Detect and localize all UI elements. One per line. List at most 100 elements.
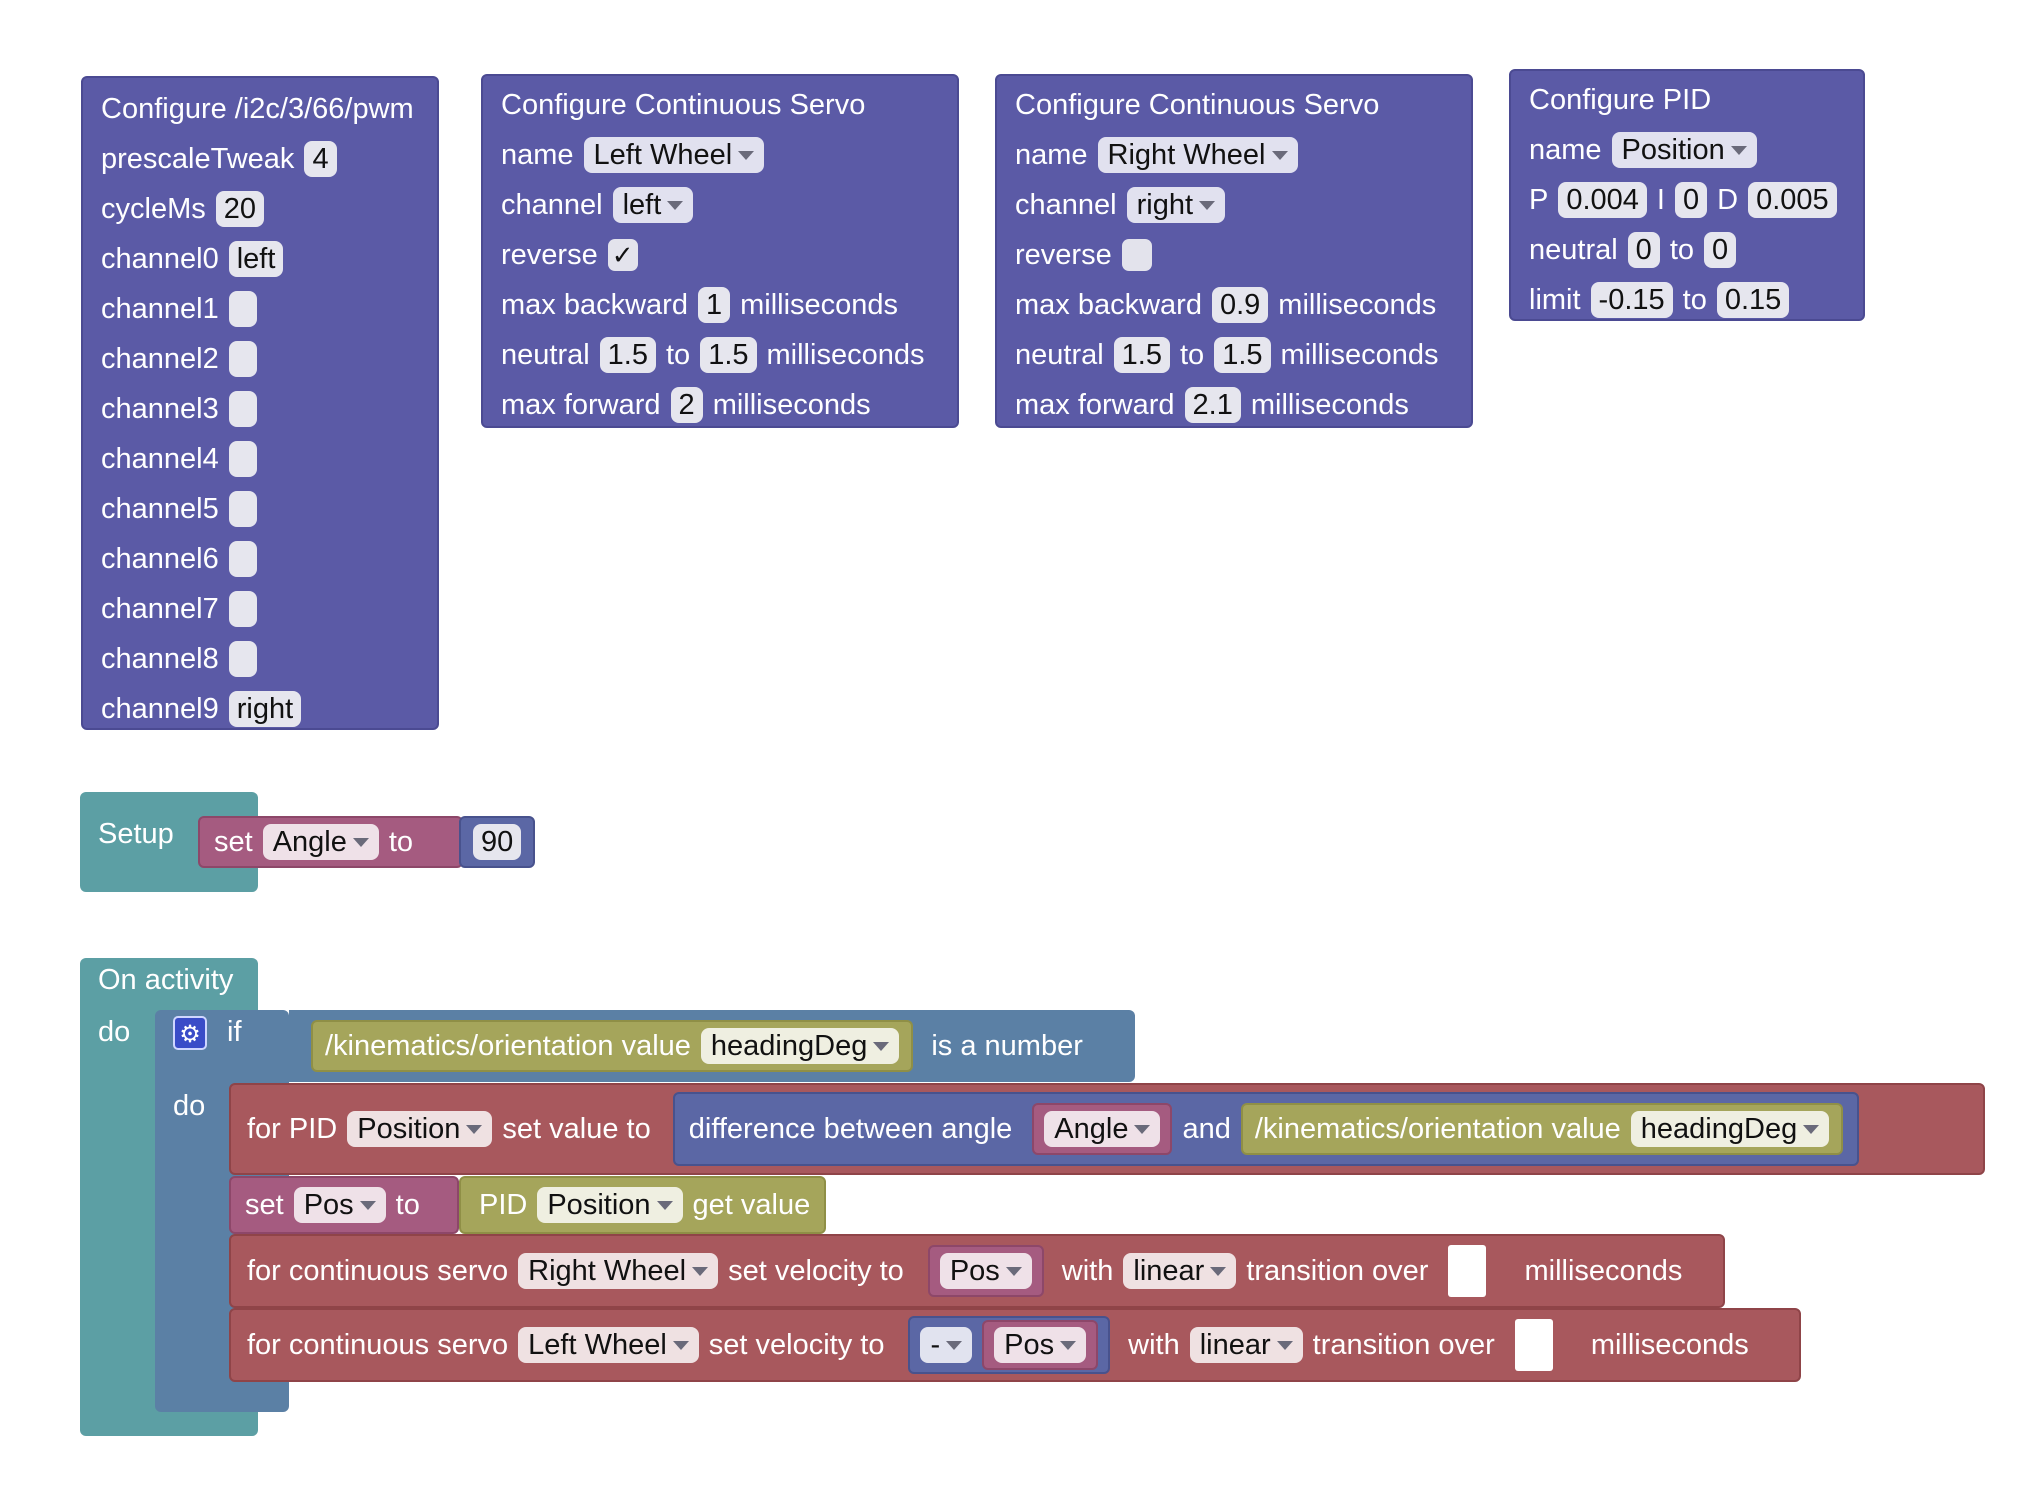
chevron-down-icon	[1199, 200, 1216, 210]
reverse-checkbox[interactable]: ✓	[607, 239, 638, 271]
neutral-label: neutral	[501, 338, 590, 371]
chevron-down-icon	[672, 1340, 689, 1350]
field-dropdown[interactable]: headingDeg	[700, 1028, 900, 1064]
set-pos-statement[interactable]: set Pos to	[229, 1176, 459, 1234]
pos-variable-block[interactable]: Pos	[982, 1320, 1099, 1370]
prescale-input[interactable]: 4	[304, 141, 337, 177]
limit-to-input[interactable]: 0.15	[1716, 282, 1790, 318]
channel-input[interactable]	[228, 491, 257, 527]
servo-left-velocity-statement[interactable]: for continuous servo Left Wheel set velo…	[229, 1308, 1801, 1382]
variable-name: Angle	[272, 826, 347, 858]
channel-label: channel6	[101, 542, 219, 575]
channel-input[interactable]	[228, 541, 257, 577]
max-backward-input[interactable]: 0.9	[1211, 287, 1269, 323]
channel-input[interactable]	[228, 441, 257, 477]
pid-config-block[interactable]: Configure PID name Position P 0.004 I 0 …	[1509, 69, 1865, 321]
is-number-block[interactable]: /kinematics/orientation value headingDeg…	[289, 1010, 1135, 1082]
variable-dropdown[interactable]: Pos	[994, 1327, 1087, 1363]
set-value-label: set value to	[502, 1112, 651, 1145]
max-forward-input[interactable]: 2.1	[1184, 387, 1241, 423]
max-backward-label: max backward	[501, 288, 688, 321]
limit-from-input[interactable]: -0.15	[1590, 282, 1673, 318]
max-forward-label: max forward	[1015, 388, 1175, 421]
pid-set-value-statement[interactable]: for PID Position set value to difference…	[229, 1083, 1985, 1175]
channel-label: channel0	[101, 242, 219, 275]
transition-label: transition over	[1312, 1328, 1495, 1361]
max-backward-input[interactable]: 1	[697, 287, 731, 323]
limit-label: limit	[1529, 283, 1581, 316]
d-input[interactable]: 0.005	[1748, 182, 1837, 218]
channel-input[interactable]	[228, 641, 257, 677]
neutral-to-input[interactable]: 0	[1704, 232, 1737, 268]
orientation-value-block[interactable]: /kinematics/orientation value headingDeg	[1240, 1103, 1844, 1155]
to-label: to	[1669, 233, 1694, 266]
channel-label: channel4	[101, 442, 219, 475]
duration-input-slot[interactable]	[1514, 1319, 1553, 1371]
variable-dropdown[interactable]: Angle	[1044, 1111, 1161, 1147]
p-label: P	[1529, 183, 1549, 216]
number-input[interactable]: 90	[473, 824, 522, 860]
chevron-down-icon	[667, 200, 684, 210]
transition-mode: linear	[1199, 1329, 1271, 1361]
servo-right-velocity-statement[interactable]: for continuous servo Right Wheel set vel…	[229, 1234, 1725, 1308]
orientation-value-block[interactable]: /kinematics/orientation value headingDeg	[311, 1020, 914, 1072]
pid-dropdown[interactable]: Position	[537, 1187, 683, 1223]
variable-dropdown[interactable]: Pos	[293, 1187, 386, 1223]
servo-dropdown[interactable]: Right Wheel	[518, 1253, 719, 1289]
chevron-down-icon	[1134, 1124, 1151, 1134]
channel-label: channel2	[101, 342, 219, 375]
pos-variable-block[interactable]: Pos	[927, 1245, 1044, 1297]
pwm-block-title: Configure /i2c/3/66/pwm	[101, 92, 414, 125]
chevron-down-icon	[1210, 1266, 1227, 1276]
transition-mode-dropdown[interactable]: linear	[1189, 1327, 1303, 1363]
servo-config-right-block[interactable]: Configure Continuous Servo name Right Wh…	[995, 74, 1473, 428]
channel-input[interactable]: right	[228, 691, 302, 727]
gear-icon[interactable]: ⚙	[173, 1016, 207, 1050]
neutral-from-input[interactable]: 1.5	[599, 337, 656, 373]
servo-config-left-block[interactable]: Configure Continuous Servo name Left Whe…	[481, 74, 959, 428]
neutral-label: neutral	[1529, 233, 1618, 266]
pid-get-value-block[interactable]: PID Position get value	[459, 1176, 827, 1234]
pwm-config-block[interactable]: Configure /i2c/3/66/pwm prescaleTweak 4 …	[81, 76, 439, 730]
negate-block[interactable]: - Pos	[908, 1316, 1111, 1374]
source-label: /kinematics/orientation value	[325, 1029, 691, 1062]
servo-dropdown[interactable]: Left Wheel	[518, 1327, 699, 1363]
neutral-from-input[interactable]: 0	[1627, 232, 1660, 268]
angle-variable-block[interactable]: Angle	[1032, 1103, 1173, 1155]
channel-input[interactable]	[228, 291, 257, 327]
cycle-input[interactable]: 20	[215, 191, 264, 227]
neutral-to-input[interactable]: 1.5	[1214, 337, 1271, 373]
ms-label: milliseconds	[712, 388, 871, 421]
reverse-checkbox[interactable]	[1121, 239, 1152, 271]
ms-label: milliseconds	[766, 338, 925, 371]
pid-dropdown[interactable]: Position	[347, 1111, 493, 1147]
servo-name-dropdown[interactable]: Left Wheel	[583, 137, 765, 173]
variable-dropdown[interactable]: Pos	[939, 1253, 1032, 1289]
servo-name-dropdown[interactable]: Right Wheel	[1097, 137, 1298, 173]
set-angle-statement[interactable]: set Angle to	[198, 816, 463, 868]
transition-mode-dropdown[interactable]: linear	[1123, 1253, 1237, 1289]
chevron-down-icon	[656, 1200, 673, 1210]
variable-dropdown[interactable]: Angle	[262, 824, 379, 860]
servo-channel-dropdown[interactable]: right	[1126, 187, 1226, 223]
angle-difference-block[interactable]: difference between angle Angle and /kine…	[672, 1092, 1860, 1166]
duration-input-slot[interactable]	[1448, 1245, 1487, 1297]
to-label: to	[1180, 338, 1205, 371]
operator-dropdown[interactable]: -	[920, 1327, 973, 1363]
channel-input[interactable]	[228, 391, 257, 427]
i-input[interactable]: 0	[1674, 182, 1708, 218]
channel-input[interactable]	[228, 341, 257, 377]
servo-channel-dropdown[interactable]: left	[612, 187, 694, 223]
variable-name: Pos	[1004, 1329, 1055, 1361]
pid-name-dropdown[interactable]: Position	[1611, 132, 1757, 168]
p-input[interactable]: 0.004	[1558, 182, 1647, 218]
set-velocity-label: set velocity to	[708, 1328, 885, 1361]
channel-input[interactable]: left	[228, 241, 284, 277]
channel-input[interactable]	[228, 591, 257, 627]
max-forward-input[interactable]: 2	[670, 387, 703, 423]
neutral-from-input[interactable]: 1.5	[1113, 337, 1170, 373]
number-block[interactable]: 90	[459, 816, 536, 868]
neutral-to-input[interactable]: 1.5	[700, 337, 757, 373]
transition-mode: linear	[1133, 1255, 1205, 1287]
field-dropdown[interactable]: headingDeg	[1630, 1111, 1830, 1147]
